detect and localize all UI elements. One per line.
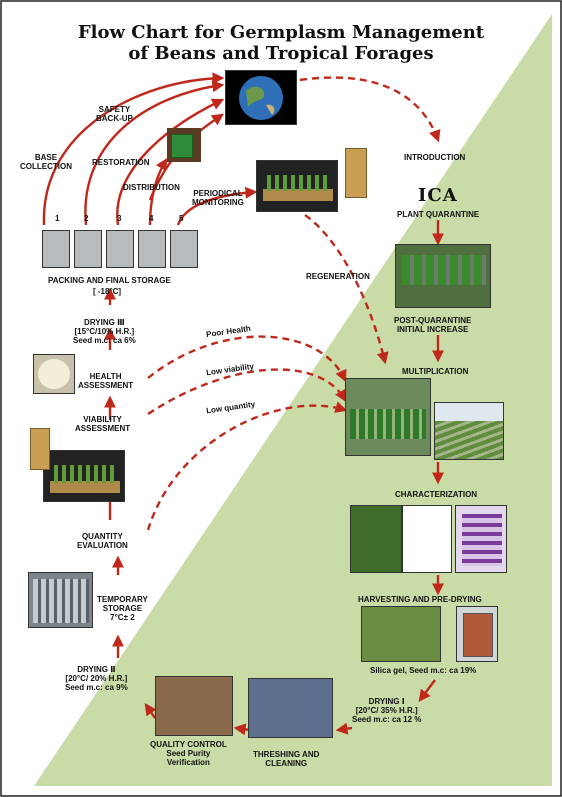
storage-packet-4	[138, 230, 166, 268]
dashed-regeneration	[304, 214, 389, 365]
seed-box-image	[167, 128, 201, 162]
arrow-distribution	[148, 157, 168, 226]
label-drying-2: DRYING Ⅱ[20°C/ 20% H.R.]Seed m.c: ca 9%	[65, 665, 128, 693]
seed-packets-image-top	[345, 148, 367, 198]
label-introduction: INTRODUCTION	[404, 153, 466, 162]
label-restoration: RESTORATION	[92, 158, 150, 167]
green-triangle	[34, 14, 552, 786]
label-drying-1: DRYING Ⅰ[20°C/ 35% H.R.]Seed m.c: ca 12 …	[352, 697, 422, 725]
number-3: 3	[117, 214, 122, 223]
field-image	[434, 402, 504, 460]
label-drying-3: DRYING Ⅲ[15°C/10% H.R.]Seed m.c: ca 6%	[73, 318, 136, 346]
title-line-1: Flow Chart for Germplasm Management	[77, 22, 485, 43]
seed-packets-image-left	[30, 428, 50, 470]
number-4: 4	[149, 214, 154, 223]
arrow-safety-backup	[84, 80, 225, 226]
label-silica-gel: Silica gel, Seed m.c: ca 19%	[370, 666, 477, 675]
number-2: 2	[84, 214, 89, 223]
title-line-2: of Beans and Tropical Forages	[128, 43, 434, 64]
arrow-to-drying1	[418, 679, 436, 702]
storage-packet-2	[74, 230, 102, 268]
label-characterization: CHARACTERIZATION	[395, 490, 478, 499]
label-harvesting: HARVESTING AND PRE-DRYING	[358, 595, 482, 604]
label-packing-temp: [ -18°C]	[93, 287, 122, 296]
threshing-image	[248, 678, 333, 738]
number-1: 1	[55, 214, 60, 223]
arrow-to-quality	[233, 723, 251, 736]
dashed-low-quantity	[146, 401, 348, 531]
arrow-restoration	[116, 98, 225, 226]
harvesting-image	[361, 606, 441, 662]
quarantine-greenhouse-image	[395, 244, 491, 308]
globe-image	[225, 70, 297, 125]
temporary-storage-image	[28, 572, 93, 628]
ica-logo: ICA	[418, 185, 458, 206]
label-packing: PACKING AND FINAL STORAGE	[48, 276, 171, 285]
dashed-low-viability	[147, 368, 347, 416]
arrow-base-collection	[42, 72, 225, 226]
label-regeneration: REGENERATION	[306, 272, 370, 281]
multiplication-greenhouse-image	[345, 378, 431, 456]
arrow-periodical	[176, 186, 258, 226]
arrow-to-drying2	[144, 703, 157, 719]
seedling-tray-image-left	[43, 450, 125, 502]
label-plant-quarantine: PLANT QUARANTINE	[397, 210, 480, 219]
health-assessment-image	[33, 354, 75, 394]
plant-image	[350, 505, 402, 573]
label-distribution: DISTRIBUTION	[123, 183, 180, 192]
storage-packet-5	[170, 230, 198, 268]
drawing-image	[402, 505, 452, 573]
storage-packet-3	[106, 230, 134, 268]
label-multiplication: MULTIPLICATION	[402, 367, 469, 376]
electrophoresis-image	[455, 505, 507, 573]
dashed-introduction	[299, 76, 441, 143]
seedling-tray-image	[256, 160, 338, 212]
dashed-poor-health	[147, 335, 347, 383]
number-5: 5	[179, 214, 184, 223]
drying-cabinet-image	[456, 606, 498, 662]
storage-packet-1	[42, 230, 70, 268]
quality-control-image	[155, 676, 233, 736]
arrow-to-threshing	[335, 722, 353, 735]
